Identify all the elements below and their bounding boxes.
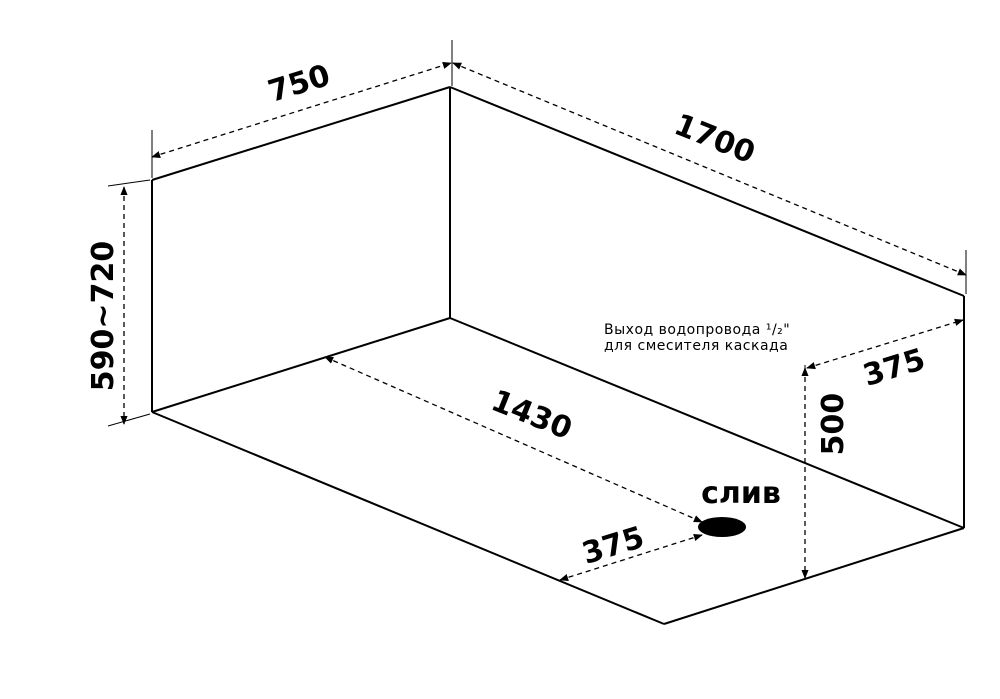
bottom-back-left-edge	[151, 317, 451, 413]
drain-label: слив	[701, 476, 781, 511]
outlet-height-label: 500	[816, 393, 851, 456]
drain-hole	[698, 517, 746, 537]
drain-offset-label: 375	[578, 520, 648, 572]
inner-length-label: 1430	[486, 383, 577, 447]
bottom-front-long-edge	[151, 411, 665, 625]
height-range-label: 590~720	[86, 241, 121, 391]
length-label: 1700	[669, 107, 760, 171]
width-dimension-line	[151, 61, 452, 159]
length-dimension-line	[452, 62, 967, 276]
outlet-note-line2: для смесителя каскада	[604, 338, 788, 354]
tub-outline	[151, 86, 965, 625]
dimension-lines	[120, 61, 967, 581]
bottom-back-right-edge	[449, 317, 965, 529]
outlet-offset-dimension-line	[806, 318, 964, 370]
outlet-offset-label: 375	[859, 342, 929, 394]
outlet-note-line1: Выход водопровода ¹/₂"	[604, 322, 790, 338]
bottom-front-short-edge	[663, 527, 965, 625]
drain-offset-dimension-line	[559, 534, 703, 581]
inner-length-dimension-line	[324, 356, 703, 523]
width-label: 750	[264, 58, 334, 110]
